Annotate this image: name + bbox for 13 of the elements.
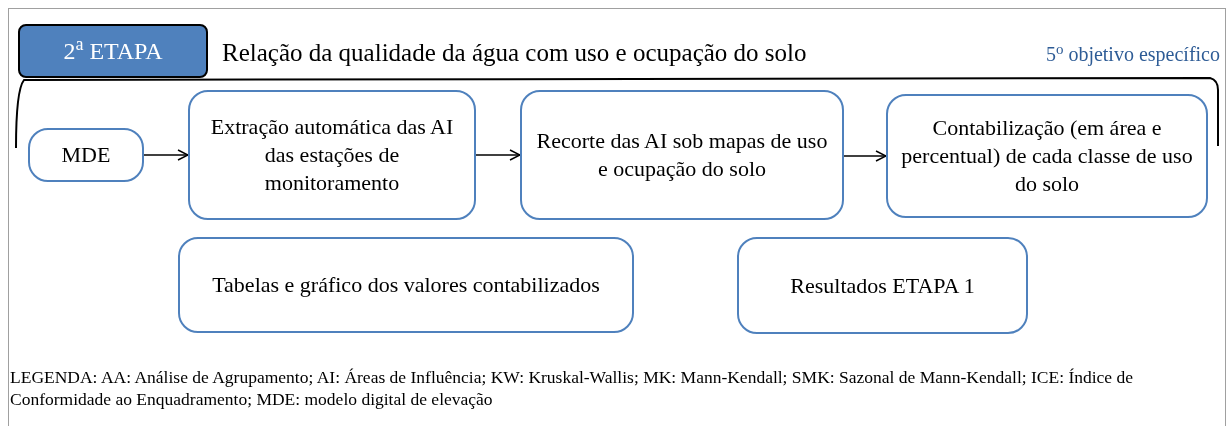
process-box: Tabelas e gráfico dos valores contabilizados <box>178 237 634 333</box>
arrow <box>843 150 887 162</box>
arrow <box>475 149 521 161</box>
process-box: MDE <box>28 128 144 182</box>
process-box: Resultados ETAPA 1 <box>737 237 1028 334</box>
process-box: Contabilização (em área e percentual) de cada classe de uso do solo <box>886 94 1208 218</box>
title: Relação da qualidade da água com uso e ocupação do solo <box>222 38 807 68</box>
process-box: Extração automática das AI das estações de monitoramento <box>188 90 476 220</box>
process-box: Recorte das AI sob mapas de uso e ocupação do solo <box>520 90 844 220</box>
objective-label: 5$^{o}$ objetivo específico <box>1045 42 1220 66</box>
arrow <box>143 149 189 161</box>
legend-note: LEGENDA: AA: Análise de Agrupamento; AI: Áreas de Influência; KW: Kruskal-Wallis; MK: Mann-Kendall; SMK: Sazonal de Mann-Kendall; ICE: Índice de Conformidade ao Enquadramento; MDE: modelo digital de elevação <box>10 366 1135 410</box>
stage-badge: 2$^{a}$ ETAPA <box>18 24 208 78</box>
